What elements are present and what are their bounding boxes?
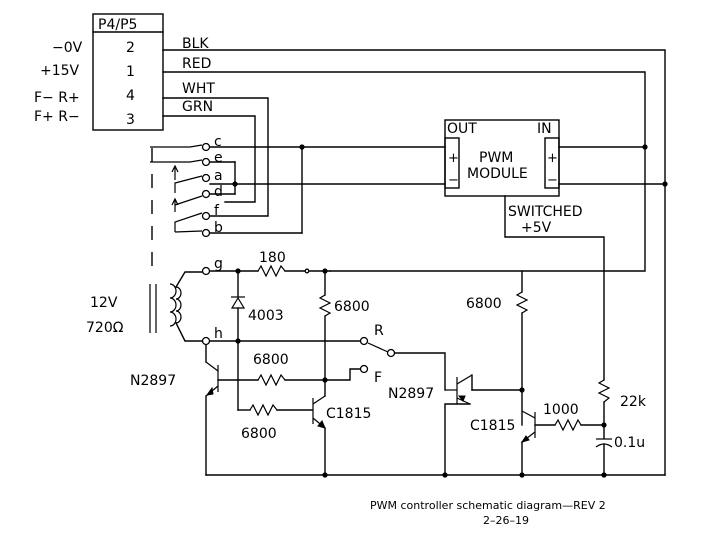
contact-label-b: b [214,220,223,236]
contact-d [201,189,211,199]
caption-date: 2–26–19 [483,514,529,527]
node-g [201,266,211,276]
pwm-out-label: OUT [447,121,477,137]
transistor-q1: N2897 [130,361,259,476]
node-g-section: g 180 [201,250,331,278]
pwm-subtitle: MODULE [467,166,528,182]
contact-label-e: e [214,150,223,166]
direction-switch: R F [324,323,446,391]
transistor-q2: C1815 [312,379,371,476]
switch-contact-r [359,336,369,346]
resistor-180 [257,264,286,278]
resistor-6800-a: 6800 [318,270,370,381]
contact-e [201,157,211,167]
switch-f-label: F [374,370,382,386]
contact-label-d: d [214,184,223,200]
q4-label: C1815 [470,418,515,434]
pwm-in-minus: − [547,173,558,188]
connector-row-4-pin: 3 [126,112,135,128]
connector-row-1-pin: 2 [126,40,135,56]
pwm-in-plus: + [547,151,558,166]
connector-row-3-left: F− R+ [34,90,80,106]
wire-label-red: RED [182,56,211,72]
coil-resistance: 720Ω [86,320,124,336]
diode-4003: 4003 [230,270,284,411]
transistor-q4: C1815 [470,410,536,476]
switch-contact-f [359,364,369,374]
connector-row-4-left: F+ R− [34,109,80,125]
pwm-module: OUT IN PWM MODULE + − + − SWITCHED +5V [444,119,668,381]
connector-block: P4/P5 −0V 2 +15V 1 F− R+ 4 F+ R− 3 BLK R… [34,13,215,131]
connector-row-2-pin: 1 [126,64,135,80]
switch-r-label: R [374,323,384,339]
contact-label-f: f [214,203,220,219]
coil-voltage: 12V [90,295,118,311]
resistor-1000-label: 1000 [543,402,579,418]
connector-wires [162,49,666,476]
pwm-out-terminal [444,137,460,189]
resistor-22k: 22k [597,379,647,426]
resistor-1000: 1000 [534,402,607,432]
node-h-section: h [201,326,361,363]
connector-row-2-left: +15V [40,63,80,79]
resistor-6800-a-label: 6800 [334,299,370,315]
resistor-6800-d: 6800 [466,270,529,426]
resistor-22k-label: 22k [620,394,647,410]
pwm-out-minus: − [448,173,459,188]
connector-title: P4/P5 [98,17,137,33]
wire-label-blk: BLK [182,36,209,52]
pwm-out-plus: + [448,151,459,166]
resistor-6800-c-label: 6800 [241,426,277,442]
relay-coil: 12V 720Ω [86,271,207,342]
pwm-title: PWM [479,150,513,166]
contact-f [201,211,211,221]
connector-row-1-left: −0V [52,40,83,56]
resistor-6800-c: 6800 [237,403,313,442]
node-h-label: h [214,326,223,342]
diode-label: 4003 [248,308,284,324]
contact-label-c: c [214,134,222,150]
contact-a [201,173,211,183]
node-g-label: g [214,256,223,272]
capacitor-label: 0.1u [614,435,645,451]
resistor-6800-b-label: 6800 [253,352,289,368]
q1-label: N2897 [130,373,176,389]
transistor-q3: N2897 [388,374,523,476]
connector-row-3-pin: 4 [126,88,135,104]
switched-value: +5V [521,220,552,236]
resistor-6800-d-label: 6800 [466,296,502,312]
q3-label: N2897 [388,386,434,402]
selector-switch: c e a d f b [150,134,446,268]
wire-label-grn: GRN [182,99,213,115]
resistor-6800-b: 6800 [253,352,328,387]
node-h [201,336,211,346]
q2-label: C1815 [326,406,371,422]
switched-label: SWITCHED [508,204,583,220]
caption-title: PWM controller schematic diagram—REV 2 [370,499,606,512]
contact-b [201,228,211,238]
wire-label-wht: WHT [182,81,215,97]
pwm-in-terminal [544,137,560,189]
capacitor-0-1u: 0.1u [595,424,645,476]
contact-label-a: a [214,168,223,184]
contact-c [201,142,211,152]
pwm-in-label: IN [537,121,552,137]
resistor-180-label: 180 [259,250,286,266]
switch-common [386,348,396,358]
